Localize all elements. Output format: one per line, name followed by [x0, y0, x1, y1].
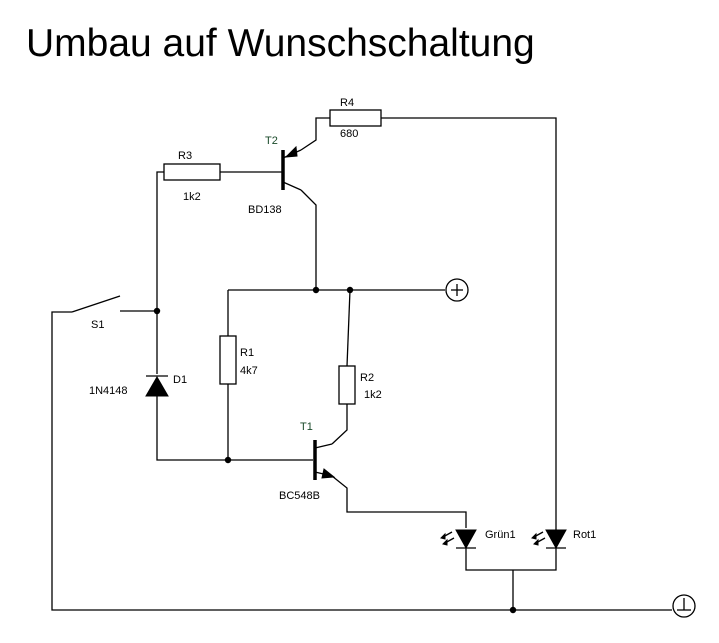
wire-led-bottom: [465, 548, 557, 571]
emitter-arrow: [284, 145, 298, 158]
wire-r3-left: [156, 171, 164, 311]
junctions: [153, 286, 517, 614]
junction-dot: [312, 286, 320, 294]
label-r2-value: 1k2: [364, 389, 382, 401]
wire-r2-bottom: [331, 404, 348, 445]
wire-t2-emitter-r4: [300, 117, 330, 151]
led-green: [440, 529, 477, 550]
transistor-t1: [313, 440, 336, 480]
label-r2-ref: R2: [360, 372, 374, 384]
emitter-arrow: [321, 468, 336, 479]
label-led-green: Grün1: [485, 529, 516, 541]
wire-r2-top: [346, 289, 351, 367]
led-red: [531, 529, 567, 550]
label-t2-ref: T2: [265, 135, 278, 147]
resistor-r4: [329, 109, 382, 127]
junction-dot: [224, 456, 232, 464]
wires: [51, 117, 672, 611]
junction-dot: [346, 286, 354, 294]
label-t2-value: BD138: [248, 204, 282, 216]
ground-icon: [672, 594, 696, 618]
label-r1-value: 4k7: [240, 365, 258, 377]
wire-s1-left-ground: [51, 311, 672, 611]
resistor-r1: [219, 335, 237, 385]
label-r4-ref: R4: [340, 97, 354, 109]
junction-dot: [509, 606, 517, 614]
label-r3-ref: R3: [178, 150, 192, 162]
wire-t2-collector: [300, 189, 317, 290]
label-t1-ref: T1: [300, 421, 313, 433]
transistor-t2: [281, 145, 302, 191]
junction-dot: [153, 307, 161, 315]
plus-terminal: [445, 278, 469, 302]
label-s1-ref: S1: [91, 319, 104, 331]
switch-lever: [71, 295, 121, 313]
label-r1-ref: R1: [240, 347, 254, 359]
wire-r4-to-rot: [381, 117, 557, 530]
page-title: Umbau auf Wunschschaltung: [26, 22, 535, 65]
label-t1-value: BC548B: [279, 490, 320, 502]
label-d1-ref: D1: [173, 374, 187, 386]
label-d1-value: 1N4148: [89, 385, 128, 397]
label-r4-value: 680: [340, 128, 358, 140]
label-r3-value: 1k2: [183, 191, 201, 203]
label-led-red: Rot1: [573, 529, 596, 541]
resistor-r2: [338, 365, 356, 405]
wire-t1-emitter: [331, 475, 467, 528]
wire-d1-bottom: [156, 396, 313, 461]
diode-d1: [145, 375, 169, 397]
resistor-r3: [163, 163, 221, 181]
